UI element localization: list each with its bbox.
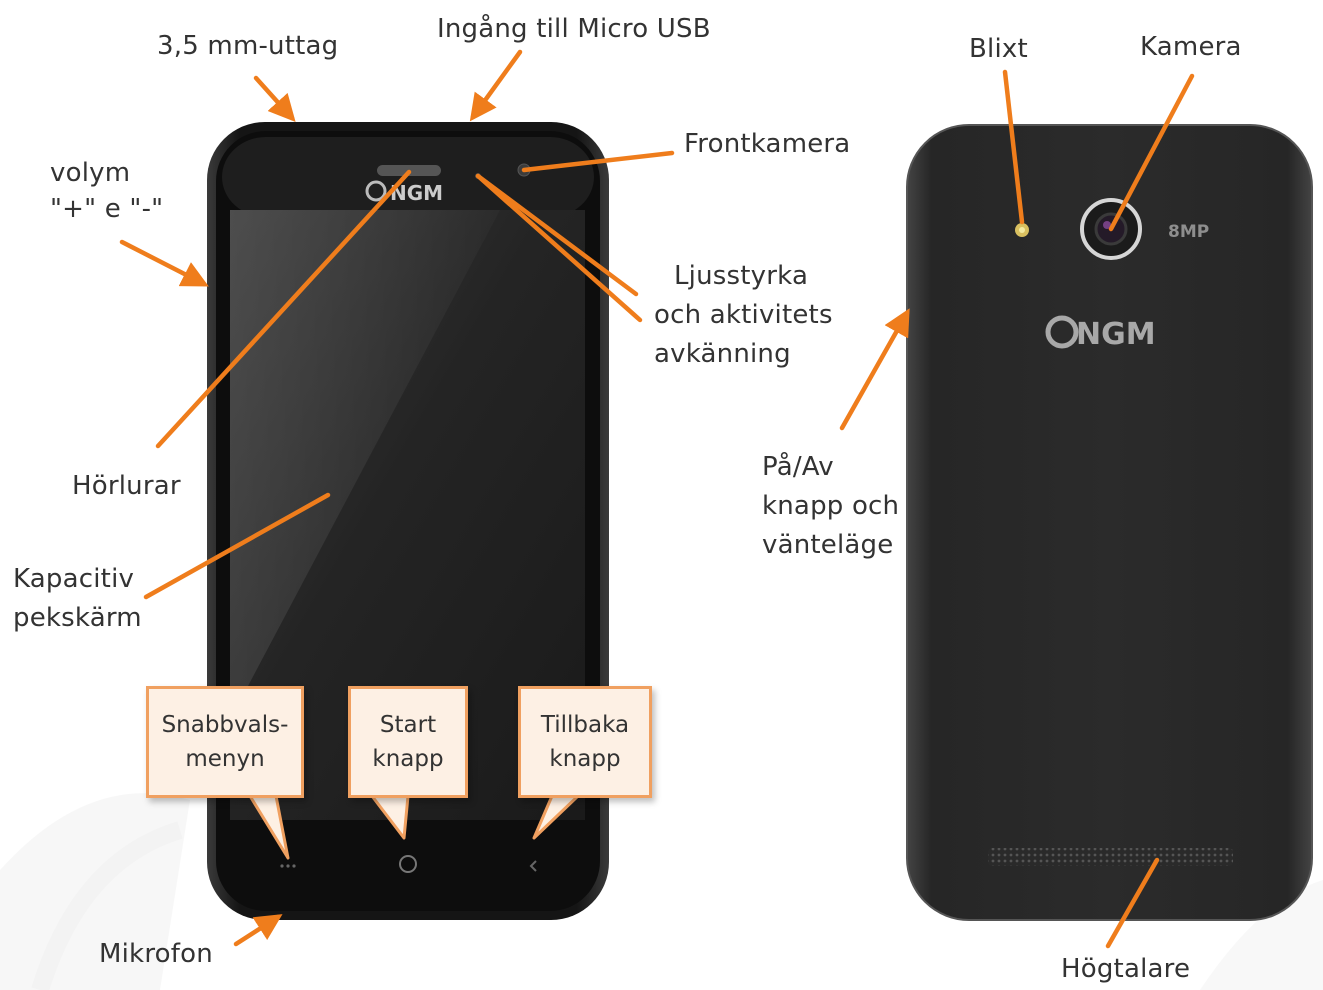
arrow-power: [839, 308, 910, 431]
callout-home-key: Start knapp: [348, 686, 468, 798]
callout-back-key: Tillbaka knapp: [518, 686, 652, 798]
back-key-icon: [529, 860, 537, 872]
label-power: På/Av knapp och vänteläge: [762, 452, 900, 560]
tail-home: [370, 795, 410, 840]
leader-lines: [119, 49, 1195, 949]
watermark-swoosh: [0, 793, 1323, 990]
label-flash: Blixt: [969, 34, 1028, 64]
speaker-grill: [988, 848, 1233, 866]
line-flash: [1002, 69, 1025, 225]
label-jack: 3,5 mm-uttag: [157, 31, 339, 61]
label-earpiece: Hörlurar: [72, 471, 181, 501]
back-logo: NGM: [1045, 315, 1156, 352]
label-speaker: Högtalare: [1061, 954, 1191, 984]
line-sensor-b: [475, 173, 643, 323]
label-sensor: Ljusstyrka och aktivitets avkänning: [654, 261, 833, 369]
line-camera: [1108, 73, 1195, 232]
line-sensor-a: [475, 173, 639, 297]
screen-glare: [230, 210, 500, 720]
line-speaker: [1105, 857, 1160, 949]
arrow-jack: [253, 75, 296, 123]
callout-menu-key: Snabbvals- menyn: [146, 686, 304, 798]
back-phone-body: [907, 125, 1312, 920]
line-touchscreen: [143, 492, 331, 600]
phone-back: 8MP NGM: [906, 124, 1313, 921]
label-camera: Kamera: [1140, 32, 1242, 62]
label-volume: volym "+" e "-": [50, 158, 164, 224]
arrow-usb: [469, 49, 523, 122]
tail-back: [532, 794, 580, 840]
home-key-icon: [399, 855, 417, 873]
label-microphone: Mikrofon: [99, 939, 213, 969]
label-front-camera: Frontkamera: [684, 129, 851, 159]
phone-front: NGM: [207, 122, 609, 920]
label-touchscreen: Kapacitiv pekskärm: [13, 564, 142, 633]
svg-text:NGM: NGM: [1076, 317, 1156, 352]
camera-badge: 8MP: [1168, 222, 1209, 242]
line-earpiece: [155, 169, 412, 449]
arrow-volume: [119, 239, 209, 287]
line-front-camera: [521, 150, 675, 173]
label-usb: Ingång till Micro USB: [437, 14, 711, 44]
back-phone-edge: [906, 124, 1313, 921]
tail-menu: [248, 795, 290, 860]
arrow-microphone: [233, 914, 283, 947]
menu-key-icon: [280, 864, 296, 868]
front-top-glass: [222, 137, 594, 217]
callout-tails: [248, 794, 580, 860]
